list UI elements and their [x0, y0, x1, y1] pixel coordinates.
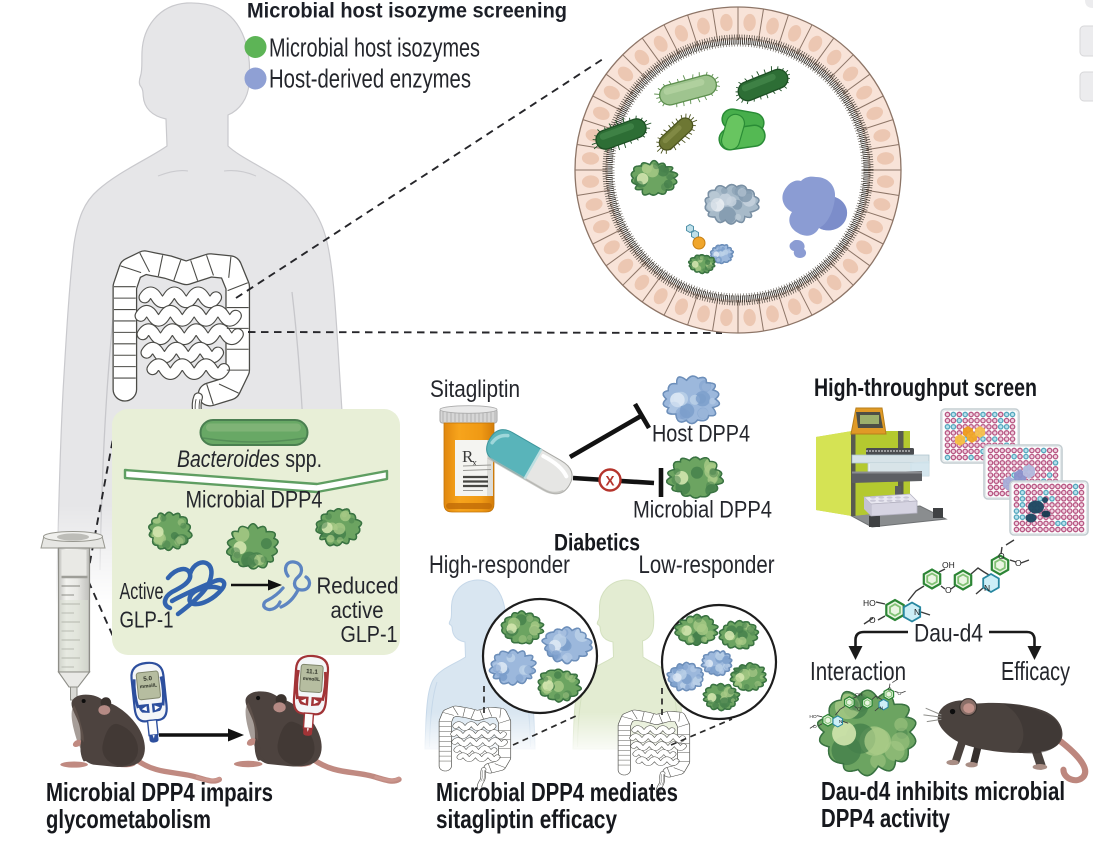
svg-text:Microbial DPP4: Microbial DPP4: [186, 487, 323, 514]
svg-text:Microbial DPP4: Microbial DPP4: [633, 497, 772, 524]
svg-text:N: N: [880, 705, 884, 711]
svg-text:Host-derived enzymes: Host-derived enzymes: [269, 66, 471, 94]
svg-text:Microbial DPP4 impairs: Microbial DPP4 impairs: [46, 777, 273, 807]
svg-text:GLP-1: GLP-1: [120, 607, 174, 633]
svg-text:X: X: [605, 474, 614, 489]
svg-text:mmol/L: mmol/L: [302, 676, 320, 683]
svg-text:O: O: [813, 724, 817, 730]
svg-text:O: O: [1015, 558, 1022, 568]
svg-text:Active: Active: [120, 578, 164, 604]
svg-text:Dau-d4 inhibits microbial: Dau-d4 inhibits microbial: [821, 776, 1065, 806]
svg-text:N: N: [914, 607, 920, 617]
svg-text:OH: OH: [942, 560, 955, 570]
svg-text:DPP4 activity: DPP4 activity: [821, 803, 950, 833]
svg-text:Low-responder: Low-responder: [639, 551, 775, 579]
svg-text:11.1: 11.1: [306, 668, 319, 676]
svg-text:active: active: [331, 597, 384, 623]
svg-text:High-responder: High-responder: [429, 551, 570, 579]
svg-text:Diabetics: Diabetics: [554, 530, 640, 557]
svg-text:Host DPP4: Host DPP4: [652, 421, 750, 448]
svg-text:N: N: [839, 719, 843, 725]
svg-text:Microbial host isozymes: Microbial host isozymes: [269, 35, 480, 63]
svg-text:O: O: [888, 687, 892, 693]
svg-text:glycometabolism: glycometabolism: [46, 804, 211, 834]
svg-text:Sitagliptin: Sitagliptin: [430, 376, 520, 403]
svg-text:HO: HO: [809, 714, 817, 720]
svg-text:Reduced: Reduced: [317, 573, 399, 599]
svg-text:O: O: [945, 585, 952, 595]
svg-text:sitagliptin efficacy: sitagliptin efficacy: [436, 804, 617, 834]
svg-text:OH: OH: [855, 692, 863, 698]
svg-text:Bacteroides spp.: Bacteroides spp.: [177, 446, 322, 473]
svg-text:Efficacy: Efficacy: [1001, 656, 1070, 686]
svg-text:Interaction: Interaction: [810, 656, 906, 686]
svg-text:5.0: 5.0: [143, 675, 153, 683]
svg-text:O: O: [857, 706, 861, 712]
svg-text:O: O: [869, 615, 876, 625]
svg-text:O: O: [998, 551, 1005, 561]
svg-text:R: R: [462, 447, 474, 466]
svg-text:High-throughput screen: High-throughput screen: [814, 374, 1037, 402]
svg-text:GLP-1: GLP-1: [341, 621, 398, 647]
svg-text:x: x: [472, 458, 477, 469]
svg-text:O: O: [898, 691, 902, 697]
svg-text:mmol/L: mmol/L: [139, 682, 157, 690]
svg-text:HO: HO: [863, 598, 876, 608]
svg-text:Microbial DPP4 mediates: Microbial DPP4 mediates: [436, 777, 678, 807]
svg-text:Dau-d4: Dau-d4: [914, 620, 983, 648]
svg-text:Microbial host isozyme screeni: Microbial host isozyme screening: [247, 0, 567, 23]
svg-text:N: N: [984, 583, 990, 593]
